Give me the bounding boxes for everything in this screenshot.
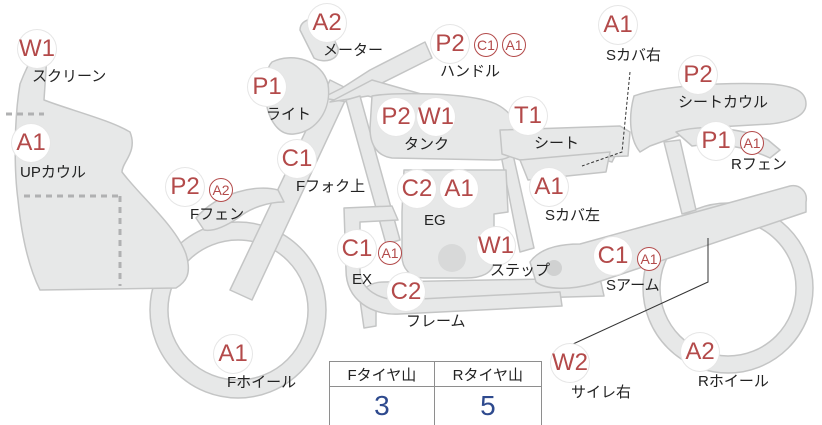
f-wheel-code-badge: A1 bbox=[214, 335, 252, 373]
f-fender-code-badge: A2 bbox=[209, 178, 233, 202]
seat-code-badge: T1 bbox=[509, 97, 547, 135]
silencer-right-label: サイレ右 bbox=[571, 384, 632, 401]
table-row: 3 5 bbox=[329, 386, 543, 425]
r-fender-code-badge: P1 bbox=[697, 122, 735, 160]
fairing-shape bbox=[14, 39, 190, 291]
rear-subframe-shape bbox=[663, 139, 697, 215]
frame-label: フレーム bbox=[406, 313, 466, 330]
s-cover-left-code-badge: A1 bbox=[530, 168, 568, 206]
handle-label: ハンドル bbox=[440, 63, 501, 80]
up-cowl-code-badge: A1 bbox=[12, 124, 50, 162]
tank-code-badge: P2 bbox=[377, 98, 415, 136]
f-fork-upper-label: Fフォク上 bbox=[296, 178, 366, 195]
engine-label: EG bbox=[424, 212, 446, 229]
leader-line bbox=[559, 238, 709, 351]
table-header-row: Fタイヤ山 Rタイヤ山 bbox=[329, 361, 543, 387]
step-peg-dot bbox=[438, 244, 466, 272]
swing-arm-code-badge: A1 bbox=[637, 247, 661, 271]
swing-arm-code-badge: C1 bbox=[594, 237, 632, 275]
up-cowl-label: UPカウル bbox=[20, 164, 86, 181]
seat-cowl-label: シートカウル bbox=[678, 94, 769, 111]
frame-code-badge: C2 bbox=[387, 273, 425, 311]
screen-code-badge: W1 bbox=[18, 30, 56, 68]
front-tire-header: Fタイヤ山 bbox=[329, 361, 435, 387]
f-fender-label: Fフェン bbox=[190, 206, 245, 223]
seat-cowl-code-badge: P2 bbox=[679, 56, 717, 94]
tank-code-badge: W1 bbox=[417, 98, 455, 136]
handle-code-badge: C1 bbox=[474, 33, 498, 57]
tire-tread-table: Fタイヤ山 Rタイヤ山 3 5 bbox=[329, 361, 543, 425]
step-code-badge: W1 bbox=[477, 227, 515, 265]
step-label: ステップ bbox=[490, 262, 551, 279]
light-label: ライト bbox=[266, 106, 312, 123]
light-code-badge: P1 bbox=[248, 68, 286, 106]
leader-line bbox=[581, 71, 631, 167]
r-fender-label: Rフェン bbox=[731, 156, 787, 173]
exhaust-code-badge: C1 bbox=[338, 230, 376, 268]
rear-tire-header: Rタイヤ山 bbox=[433, 361, 543, 387]
front-fender-shape bbox=[195, 187, 285, 232]
s-cover-right-label: Sカバ右 bbox=[606, 47, 662, 64]
rear-tire-value: 5 bbox=[433, 386, 543, 425]
exhaust-code-badge: A1 bbox=[378, 241, 402, 265]
engine-code-badge: A1 bbox=[440, 170, 478, 208]
step-peg-dot bbox=[546, 260, 562, 276]
r-wheel-label: Rホイール bbox=[698, 373, 769, 390]
s-cover-left-label: Sカバ左 bbox=[545, 207, 601, 224]
r-fender-code-badge: A1 bbox=[740, 131, 764, 155]
seat-shape bbox=[499, 125, 631, 161]
s-cover-right-code-badge: A1 bbox=[599, 6, 637, 44]
f-wheel-label: Fホイール bbox=[227, 374, 297, 391]
engine-code-badge: C2 bbox=[398, 170, 436, 208]
swing-arm-label: Sアーム bbox=[606, 277, 660, 294]
exhaust-shape bbox=[343, 205, 563, 315]
swing-arm-shape bbox=[529, 184, 808, 289]
silencer-right-code-badge: W2 bbox=[551, 344, 589, 382]
meter-code-badge: A2 bbox=[308, 4, 346, 42]
exhaust-label: EX bbox=[352, 271, 373, 288]
handle-code-badge: A1 bbox=[502, 33, 526, 57]
r-wheel-code-badge: A2 bbox=[681, 333, 719, 371]
front-tire-value: 3 bbox=[329, 386, 435, 425]
screen-label: スクリーン bbox=[32, 68, 107, 85]
f-fender-code-badge: P2 bbox=[166, 168, 204, 206]
meter-label: メーター bbox=[323, 42, 384, 59]
handle-code-badge: P2 bbox=[431, 25, 469, 63]
tank-label: タンク bbox=[404, 136, 450, 153]
seat-label: シート bbox=[534, 135, 580, 152]
f-fork-upper-code-badge: C1 bbox=[278, 140, 316, 178]
